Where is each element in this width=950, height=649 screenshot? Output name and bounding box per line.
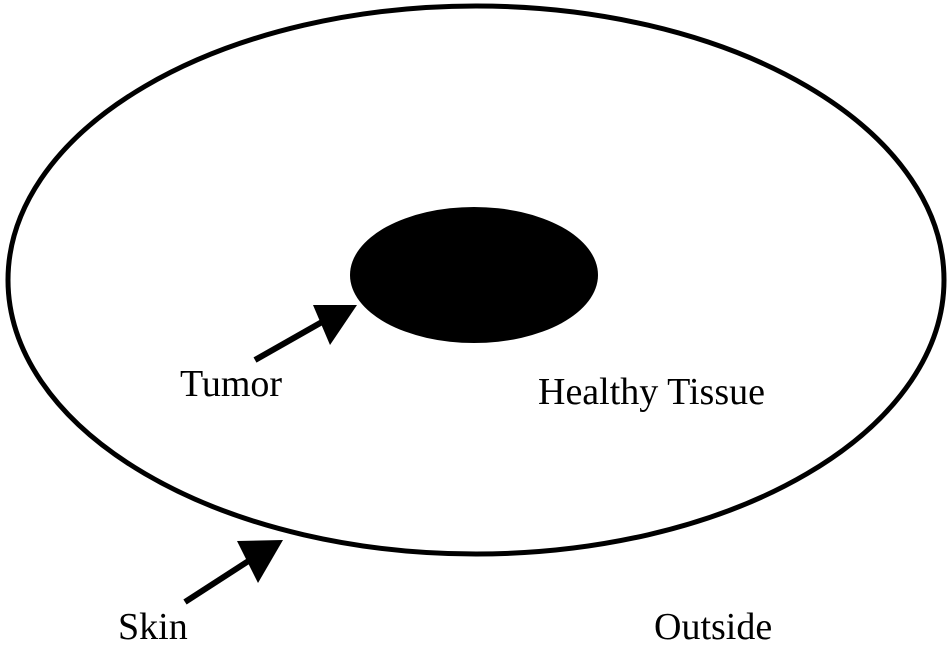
skin-label: Skin — [118, 606, 188, 648]
skin-arrow — [183, 540, 283, 605]
outside-label: Outside — [654, 606, 773, 648]
skin-boundary — [5, 3, 947, 557]
tumor-label: Tumor — [180, 363, 283, 405]
tumor-arrow — [253, 305, 357, 363]
tumor-shape — [350, 207, 598, 343]
healthy-tissue-label: Healthy Tissue — [538, 371, 765, 413]
